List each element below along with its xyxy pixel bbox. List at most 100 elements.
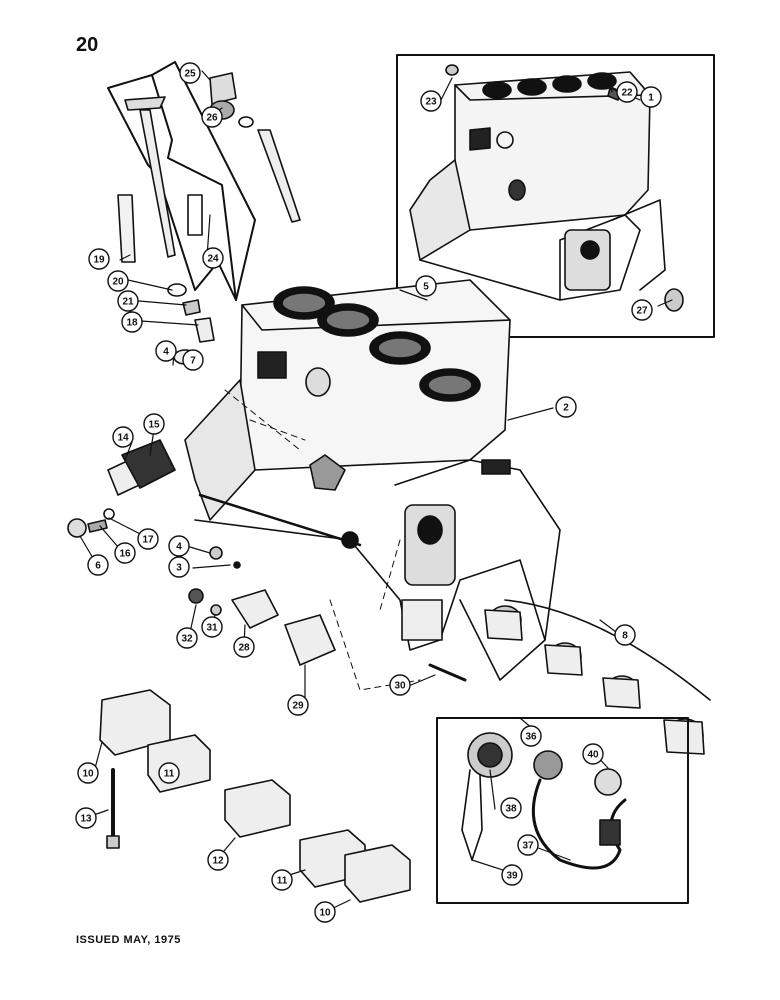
callout-number: 24 <box>207 254 219 265</box>
inset-frame-heater <box>436 717 689 904</box>
callout-14: 14 <box>112 426 134 448</box>
callout-circle <box>271 869 293 891</box>
callout-circle <box>207 849 229 871</box>
callout-number: 5 <box>423 282 429 293</box>
callout-number: 15 <box>148 420 160 431</box>
callout-number: 8 <box>622 631 628 642</box>
callout-circle <box>582 743 604 765</box>
callout-number: 27 <box>636 306 648 317</box>
callout-circle <box>114 542 136 564</box>
callout-circle <box>389 674 411 696</box>
callout-28: 28 <box>233 636 255 658</box>
callout-31: 31 <box>201 616 223 638</box>
callout-circle <box>314 901 336 923</box>
callout-circle <box>201 616 223 638</box>
callout-number: 19 <box>93 255 105 266</box>
callout-circle <box>179 62 201 84</box>
callout-13: 13 <box>75 807 97 829</box>
callout-4: 4 <box>168 535 190 557</box>
callout-circle <box>168 535 190 557</box>
callout-18: 18 <box>121 311 143 333</box>
main-block-illustration <box>184 279 561 681</box>
dipstick-illustration <box>124 72 301 258</box>
callout-circle <box>555 396 577 418</box>
page-number: 20 <box>76 34 99 56</box>
callout-20: 20 <box>107 270 129 292</box>
callout-1: 1 <box>640 86 662 108</box>
inset-frame-block <box>396 54 715 338</box>
callout-circle <box>88 248 110 270</box>
callout-number: 23 <box>425 97 437 108</box>
callout-number: 28 <box>238 643 250 654</box>
callout-circle <box>415 275 437 297</box>
callout-circle <box>287 694 309 716</box>
callout-circle <box>640 86 662 108</box>
callout-circle <box>112 426 134 448</box>
callout-15: 15 <box>143 413 165 435</box>
callout-number: 12 <box>212 856 224 867</box>
callout-number: 18 <box>126 318 138 329</box>
callout-number: 22 <box>621 88 633 99</box>
callout-12: 12 <box>207 849 229 871</box>
callout-40: 40 <box>582 743 604 765</box>
callout-11: 11 <box>271 869 293 891</box>
callout-number: 25 <box>184 69 196 80</box>
callout-36: 36 <box>520 725 542 747</box>
callout-number: 14 <box>117 433 129 444</box>
callout-number: 38 <box>505 804 517 815</box>
callout-10: 10 <box>314 901 336 923</box>
callout-number: 39 <box>506 871 518 882</box>
diagram-artwork <box>67 54 715 913</box>
callout-circle <box>176 627 198 649</box>
callout-11: 11 <box>158 762 180 784</box>
issued-date: ISSUED MAY, 1975 <box>76 934 181 946</box>
callout-number: 26 <box>206 113 218 124</box>
small-parts <box>67 194 467 682</box>
callout-number: 2 <box>563 403 569 414</box>
callout-circle <box>107 270 129 292</box>
callout-circle <box>202 247 224 269</box>
callout-circle <box>75 807 97 829</box>
callout-circle <box>168 556 190 578</box>
callout-number: 3 <box>176 563 182 574</box>
callout-circle <box>158 762 180 784</box>
callout-number: 4 <box>176 542 182 553</box>
callout-29: 29 <box>287 694 309 716</box>
callout-circle <box>233 636 255 658</box>
callout-27: 27 <box>631 299 653 321</box>
callout-layer: 1222327252624192021185247141561617433231… <box>75 62 662 923</box>
callout-number: 21 <box>122 297 134 308</box>
callout-number: 13 <box>80 814 92 825</box>
callout-number: 10 <box>319 908 331 919</box>
callout-circle <box>137 528 159 550</box>
callout-6: 6 <box>87 554 109 576</box>
callout-26: 26 <box>201 106 223 128</box>
callout-23: 23 <box>420 90 442 112</box>
callout-5: 5 <box>415 275 437 297</box>
callout-39: 39 <box>501 864 523 886</box>
callout-circle <box>182 349 204 371</box>
callout-number: 7 <box>190 356 196 367</box>
cam-bearings <box>484 599 711 755</box>
callout-number: 11 <box>164 769 175 780</box>
callout-30: 30 <box>389 674 411 696</box>
callout-number: 29 <box>292 701 304 712</box>
callout-7: 7 <box>182 349 204 371</box>
callout-number: 32 <box>181 634 193 645</box>
callout-24: 24 <box>202 247 224 269</box>
callout-38: 38 <box>500 797 522 819</box>
callout-circle <box>501 864 523 886</box>
callout-number: 31 <box>206 623 218 634</box>
callout-17: 17 <box>137 528 159 550</box>
block-heater-illustration <box>461 732 627 870</box>
callout-number: 1 <box>648 93 654 104</box>
callout-37: 37 <box>517 834 539 856</box>
callout-circle <box>121 311 143 333</box>
callout-8: 8 <box>614 624 636 646</box>
callout-2: 2 <box>555 396 577 418</box>
callout-number: 37 <box>522 841 534 852</box>
callout-22: 22 <box>616 81 638 103</box>
callout-number: 4 <box>163 347 169 358</box>
callout-circle <box>143 413 165 435</box>
callout-number: 30 <box>394 681 406 692</box>
